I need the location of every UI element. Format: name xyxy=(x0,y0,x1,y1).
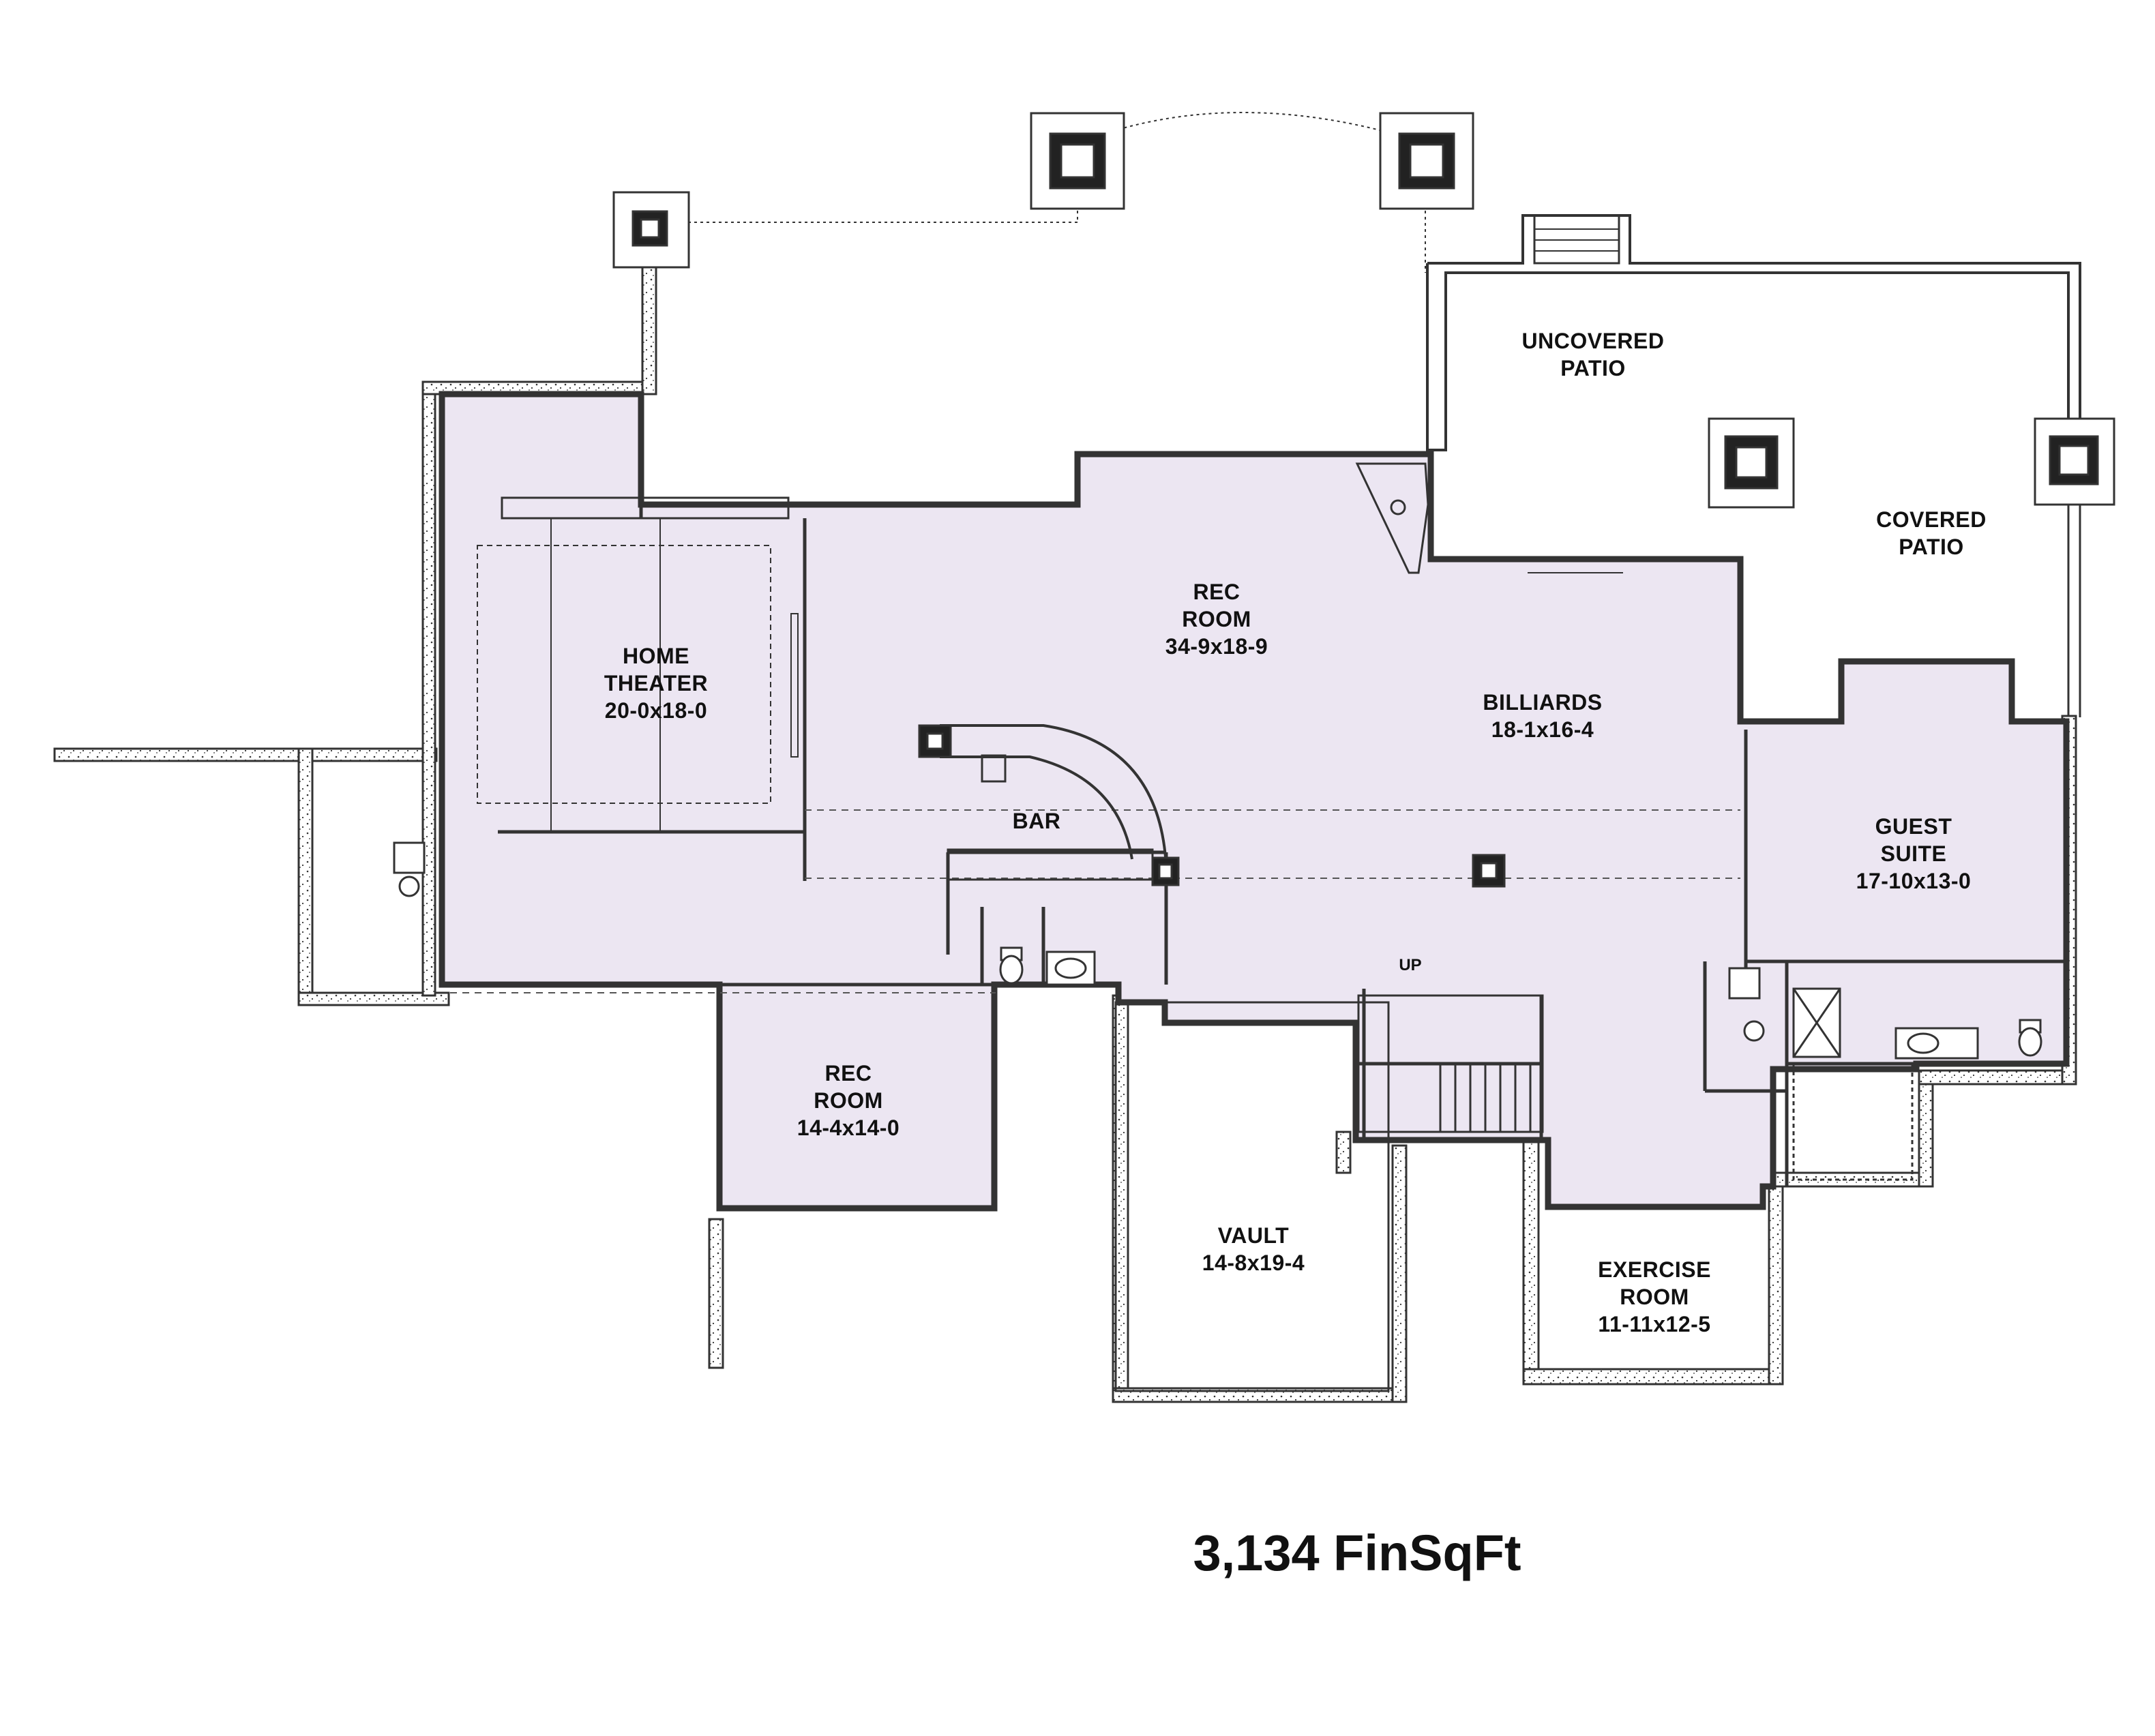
patio-outline xyxy=(1426,214,2081,717)
vault-size: 14-8x19-4 xyxy=(1202,1251,1305,1275)
rec-room-small-label: REC ROOM 14-4x14-0 xyxy=(797,1060,900,1141)
column-icons xyxy=(612,112,2115,888)
column-icon xyxy=(918,724,952,758)
home-theater-size: 20-0x18-0 xyxy=(604,698,708,723)
covered-patio-label: COVERED PATIO xyxy=(1876,506,1987,560)
exercise-room-size: 11-11x12-5 xyxy=(1598,1312,1711,1336)
guest-suite-name-2: SUITE xyxy=(1880,841,1947,866)
uncovered-patio-name-1: UNCOVERED xyxy=(1521,329,1665,353)
fixtures xyxy=(393,841,2042,1181)
column-icon xyxy=(1708,417,1795,509)
rec-room-main-name-2: ROOM xyxy=(1182,607,1251,631)
shower-icon xyxy=(1792,987,1841,1058)
finished-area xyxy=(439,391,2070,1212)
bar-counter xyxy=(940,724,1168,881)
soffit-lines xyxy=(450,809,1740,993)
column-icon xyxy=(1472,854,1506,888)
rec-room-small-size: 14-4x14-0 xyxy=(797,1116,900,1140)
stair-up-label: UP xyxy=(1399,956,1422,974)
column-icon xyxy=(1379,112,1474,210)
washer-icon xyxy=(1728,967,1765,1042)
vault-label: VAULT 14-8x19-4 xyxy=(1202,1222,1305,1276)
covered-patio-name-2: PATIO xyxy=(1899,535,1964,559)
stairs xyxy=(1357,994,1544,1133)
sink-icon xyxy=(1045,951,1096,986)
bar-name: BAR xyxy=(1012,809,1061,833)
toilet-icon xyxy=(999,946,1024,985)
exercise-room-name-1: EXERCISE xyxy=(1598,1257,1711,1282)
sink-icon xyxy=(1894,1027,1979,1060)
rec-room-small-name-2: ROOM xyxy=(814,1088,883,1113)
billiards-size: 18-1x16-4 xyxy=(1491,717,1594,742)
billiards-label: BILLIARDS 18-1x16-4 xyxy=(1483,689,1602,743)
guest-suite-name-1: GUEST xyxy=(1875,814,1952,839)
covered-patio-name-1: COVERED xyxy=(1876,507,1987,532)
fireplace xyxy=(1355,462,1429,574)
billiards-name: BILLIARDS xyxy=(1483,690,1603,715)
uncovered-patio-name-2: PATIO xyxy=(1560,356,1626,380)
home-theater-name-2: THEATER xyxy=(604,671,709,695)
rec-room-main-label: REC ROOM 34-9x18-9 xyxy=(1165,578,1268,660)
exercise-room-name-2: ROOM xyxy=(1620,1285,1689,1309)
bar-label: BAR xyxy=(1013,807,1061,835)
finished-sqft: 3,134 FinSqFt xyxy=(1193,1525,1521,1581)
uncovered-patio-label: UNCOVERED PATIO xyxy=(1522,327,1665,382)
home-theater-name-1: HOME xyxy=(622,644,689,668)
rec-room-small-name-1: REC xyxy=(824,1061,872,1086)
toilet-icon xyxy=(2018,1019,2042,1057)
home-theater-label: HOME THEATER 20-0x18-0 xyxy=(604,642,708,724)
column-icon xyxy=(2034,417,2115,506)
washer-icon xyxy=(393,841,426,897)
column-icon xyxy=(1030,112,1125,210)
rec-room-main-size: 34-9x18-9 xyxy=(1165,634,1268,659)
vault-walls xyxy=(1114,1001,1390,1392)
theater-details xyxy=(477,496,799,833)
vault-name: VAULT xyxy=(1217,1223,1290,1248)
exercise-room-label: EXERCISE ROOM 11-11x12-5 xyxy=(1598,1256,1711,1338)
column-icon xyxy=(1151,856,1180,886)
guest-suite-label: GUEST SUITE 17-10x13-0 xyxy=(1856,813,1972,895)
guest-suite-size: 17-10x13-0 xyxy=(1856,869,1972,893)
column-icon xyxy=(612,191,690,269)
rec-room-main-name-1: REC xyxy=(1193,580,1240,604)
